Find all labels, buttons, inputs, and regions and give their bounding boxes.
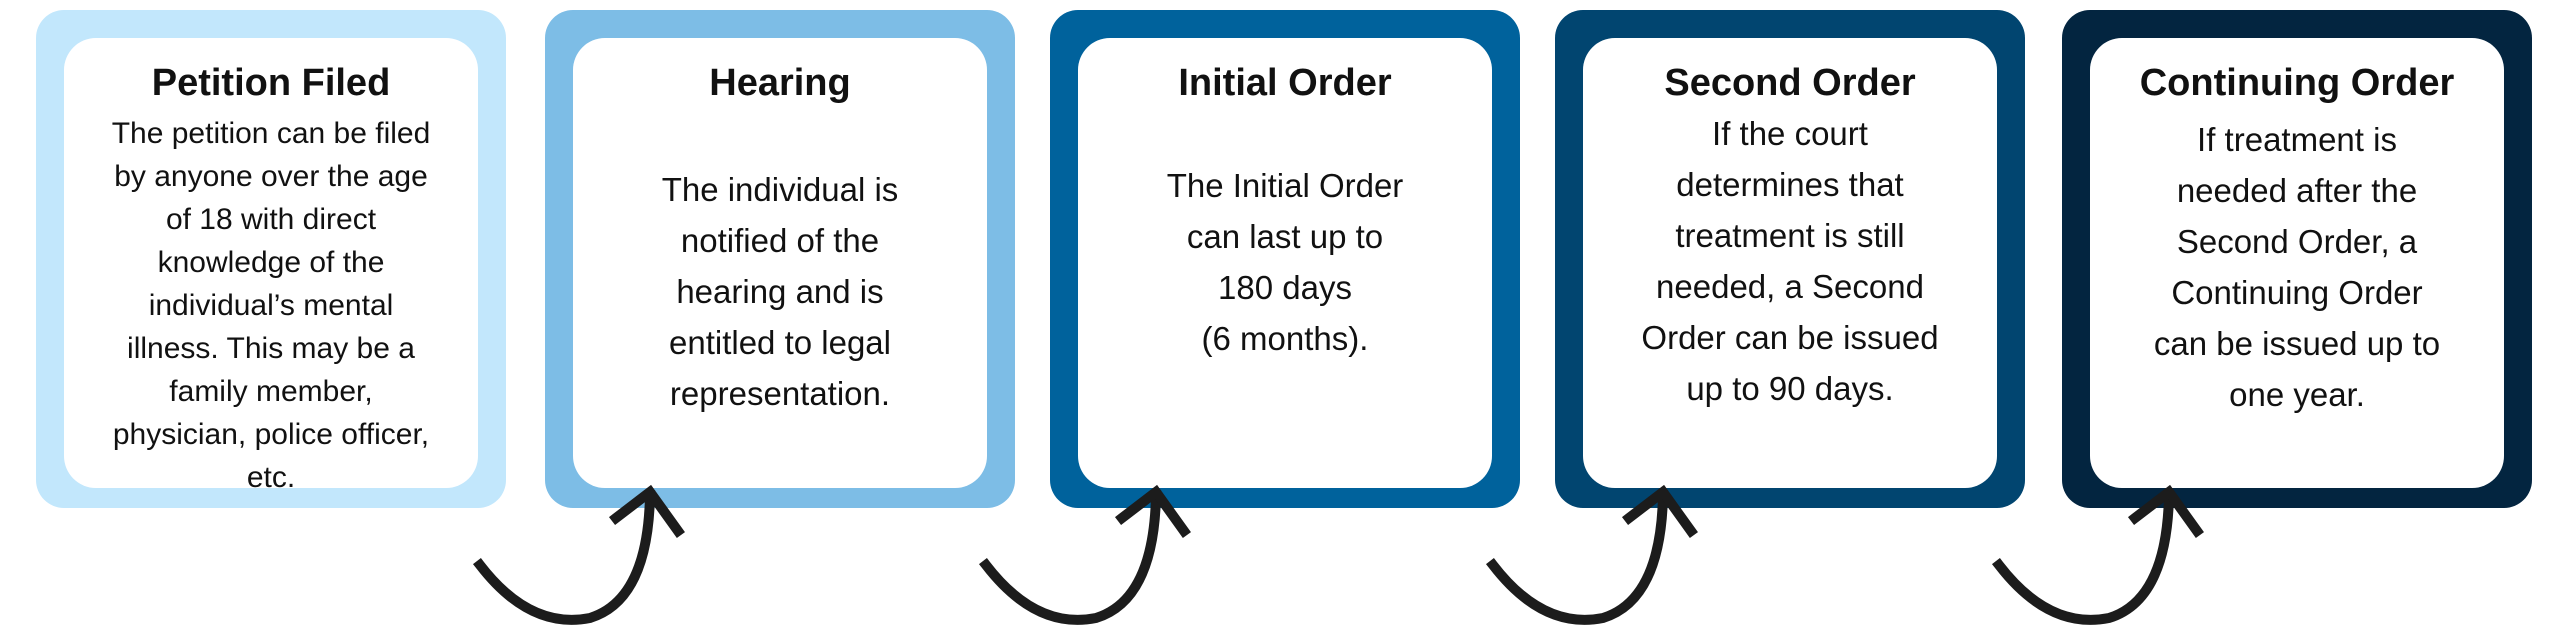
step-card: Hearing The individual is notified of th…: [573, 38, 987, 488]
step-title: Second Order: [1664, 62, 1916, 104]
step-card: Second Order If the court determines tha…: [1583, 38, 1997, 488]
step-title: Continuing Order: [2139, 62, 2455, 104]
step-initial-order: Initial Order The Initial Order can last…: [1050, 10, 1520, 508]
step-description: The Initial Order can last up to 180 day…: [1166, 167, 1404, 357]
step-title: Petition Filed: [151, 62, 391, 104]
step-second-order: Second Order If the court determines tha…: [1555, 10, 2025, 508]
step-description: The individual is notified of the hearin…: [661, 171, 899, 412]
curved-arrow-icon: [1485, 484, 1698, 625]
step-card: Continuing Order If treatment is needed …: [2090, 38, 2504, 488]
step-description: If the court determines that treatment i…: [1641, 115, 1939, 407]
step-description: The petition can be filed by anyone over…: [111, 117, 431, 494]
step-description: If treatment is needed after the Second …: [2153, 121, 2441, 413]
step-title: Hearing: [709, 62, 851, 104]
curved-arrow-icon: [978, 484, 1191, 625]
step-card: Petition Filed The petition can be filed…: [64, 38, 478, 494]
step-petition-filed: Petition Filed The petition can be filed…: [36, 10, 506, 508]
step-continuing-order: Continuing Order If treatment is needed …: [2062, 10, 2532, 508]
curved-arrow-icon: [1991, 484, 2204, 625]
step-title: Initial Order: [1178, 62, 1392, 104]
step-hearing: Hearing The individual is notified of th…: [545, 10, 1015, 508]
curved-arrow-icon: [472, 484, 685, 625]
step-card: Initial Order The Initial Order can last…: [1078, 38, 1492, 488]
